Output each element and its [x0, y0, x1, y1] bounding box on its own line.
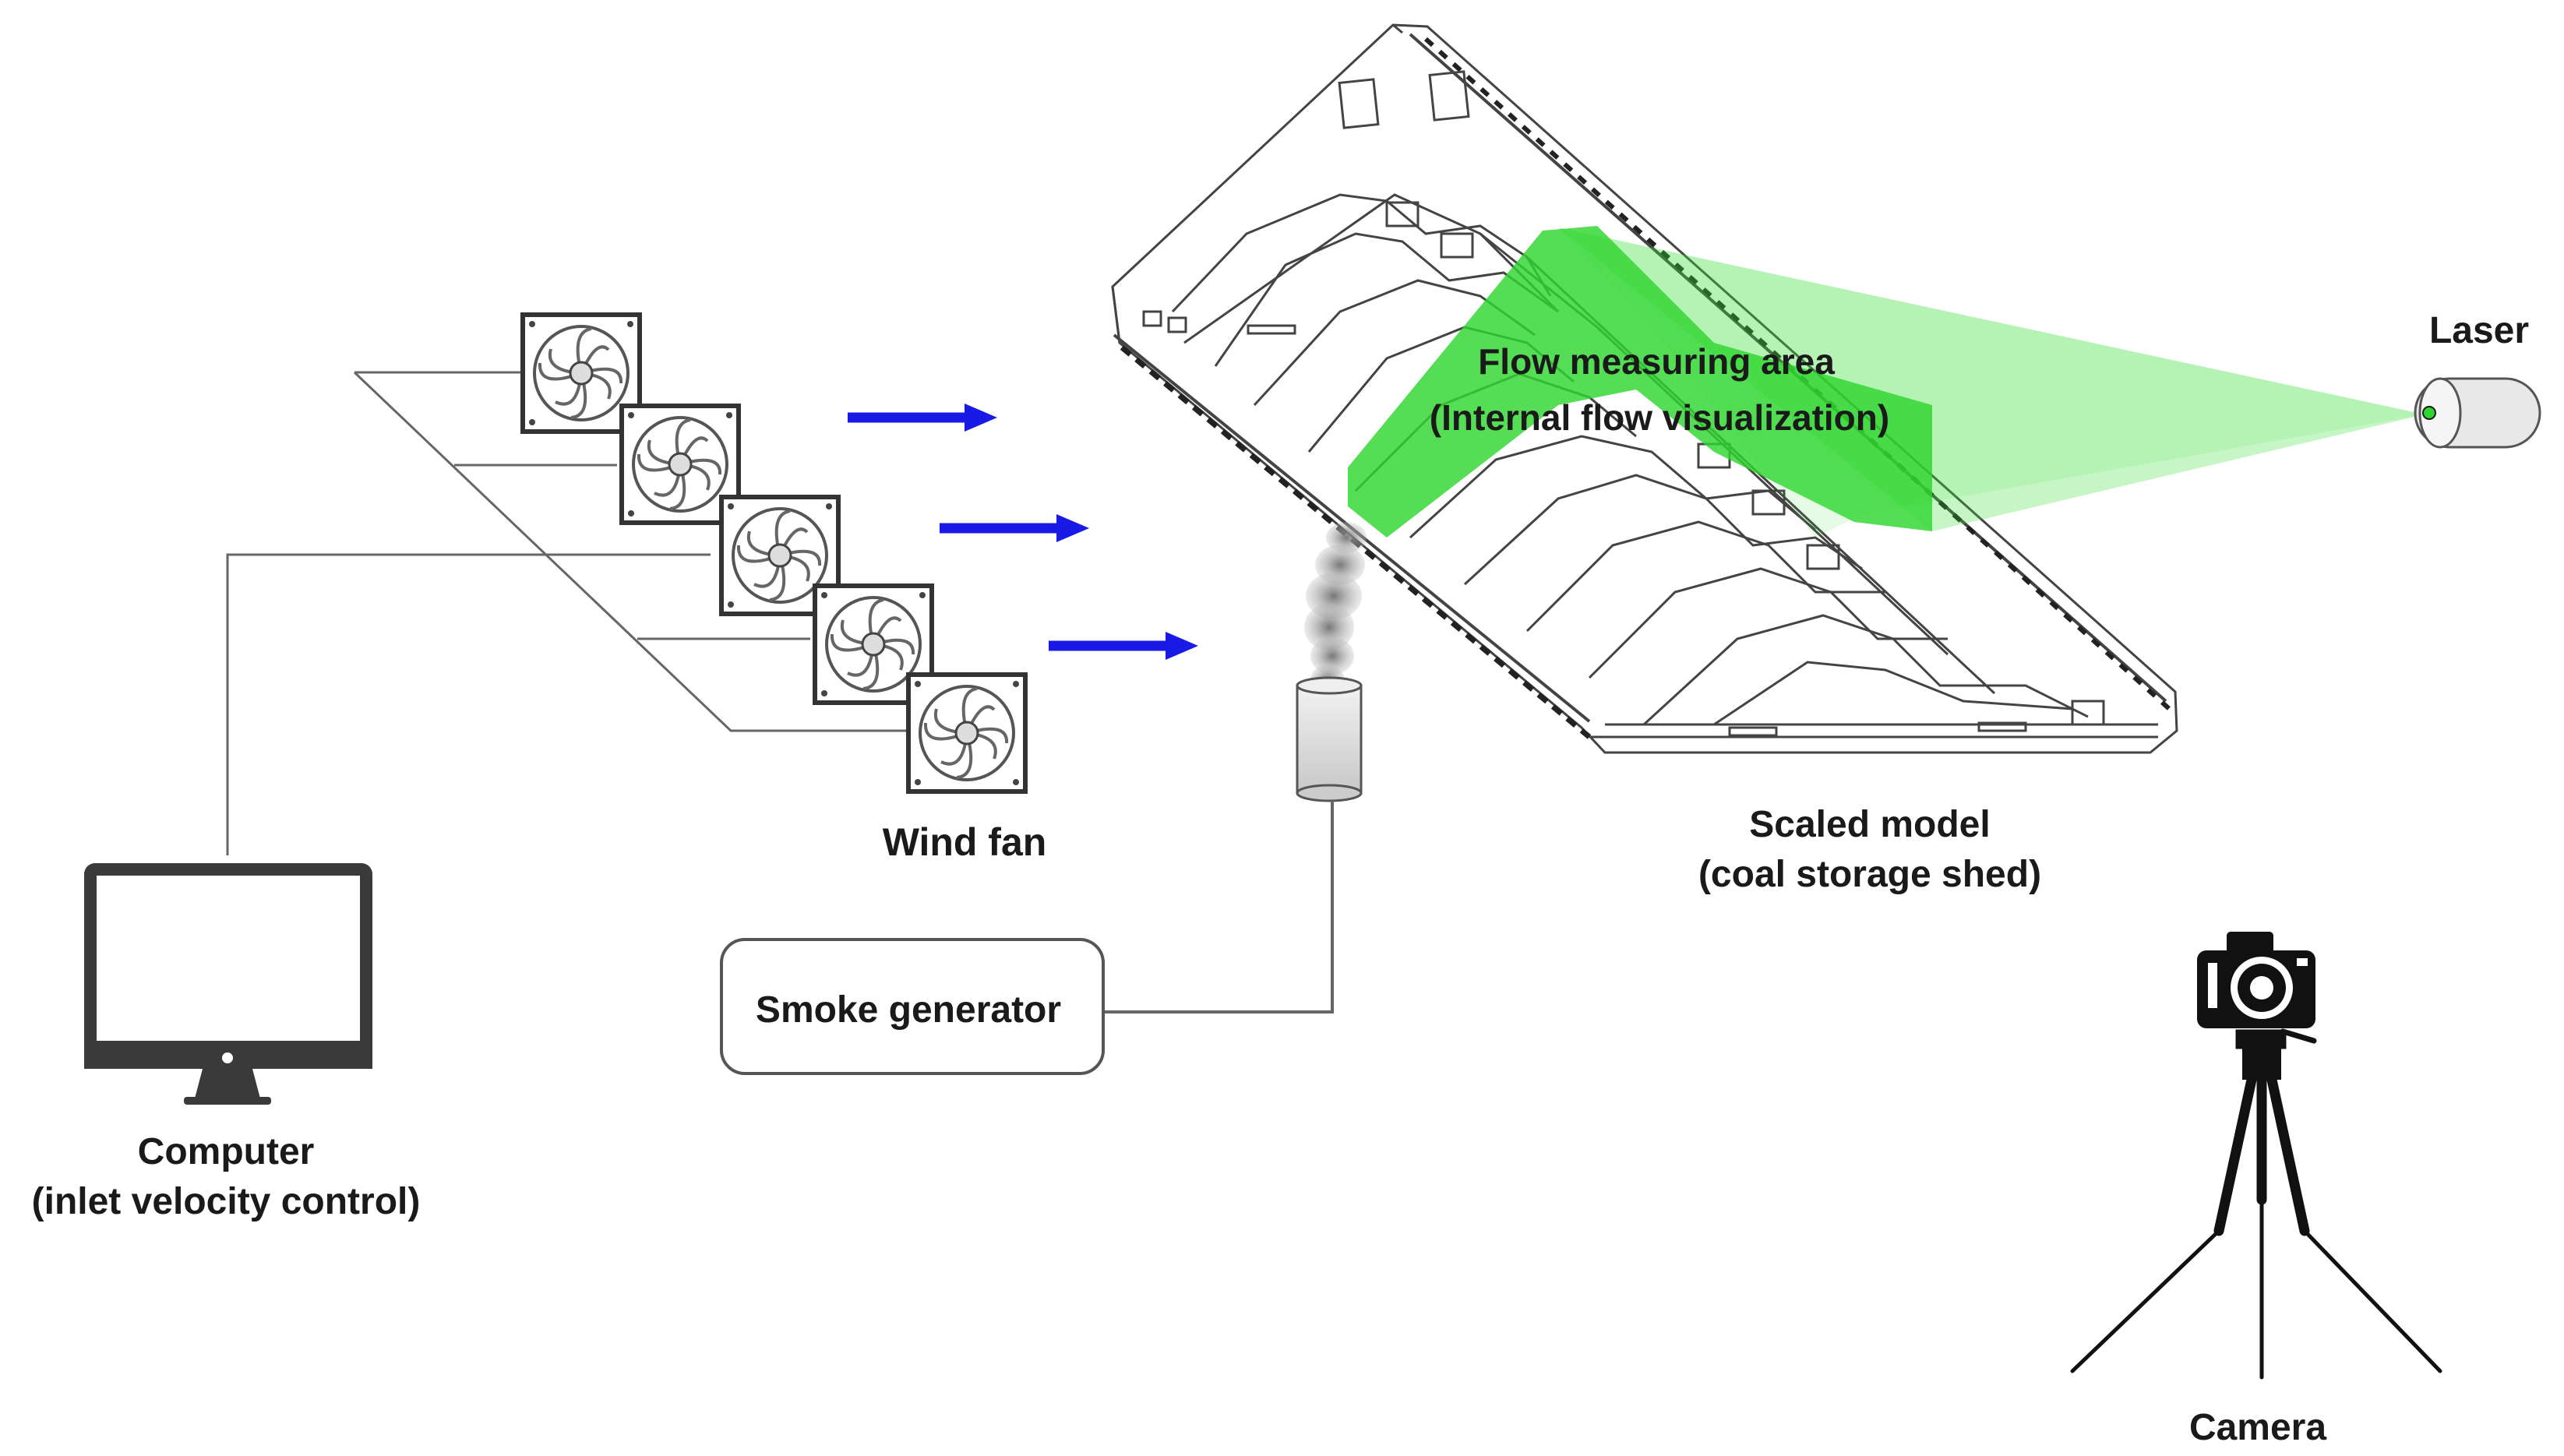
computer-label-line2: (inlet velocity control) [32, 1181, 421, 1222]
flow-area-label-line1: Flow measuring area [1478, 341, 1835, 382]
flow-area-label-line2: (Internal flow visualization) [1430, 397, 1889, 438]
arrow-right-icon-head [1056, 514, 1089, 542]
arrow-right-icon-head [965, 404, 997, 432]
smoke-generator-box [720, 938, 1105, 1075]
smoke-pipe [1100, 801, 1334, 1014]
fan-wiring [226, 371, 910, 855]
laser-label: Laser [2429, 310, 2529, 351]
tripod-icon [2070, 1028, 2442, 1380]
scaled-model-label-line1: Scaled model [1749, 804, 1990, 845]
scaled-model-label-line2: (coal storage shed) [1698, 854, 2041, 895]
camera-label: Camera [2189, 1407, 2326, 1448]
wind-fans [520, 312, 1028, 794]
arrow-right-icon-head [1166, 632, 1198, 660]
smoke-generator-label: Smoke generator [756, 989, 1061, 1031]
fan-icon [813, 583, 934, 705]
smoke-icon [1304, 522, 1367, 693]
wind-fan-label: Wind fan [883, 820, 1047, 864]
camera-icon [2197, 932, 2315, 1028]
laser-icon [2414, 377, 2541, 449]
monitor-icon [84, 863, 372, 1105]
smoke-canister [1296, 676, 1363, 802]
computer-label-line1: Computer [138, 1131, 315, 1172]
flow-arrows [848, 404, 1198, 660]
laser-sheet [1348, 226, 2425, 538]
fan-icon [906, 672, 1028, 794]
flow-measuring-area [1348, 226, 1932, 538]
labels: Laser Flow measuring area (Internal flow… [32, 310, 2529, 1448]
